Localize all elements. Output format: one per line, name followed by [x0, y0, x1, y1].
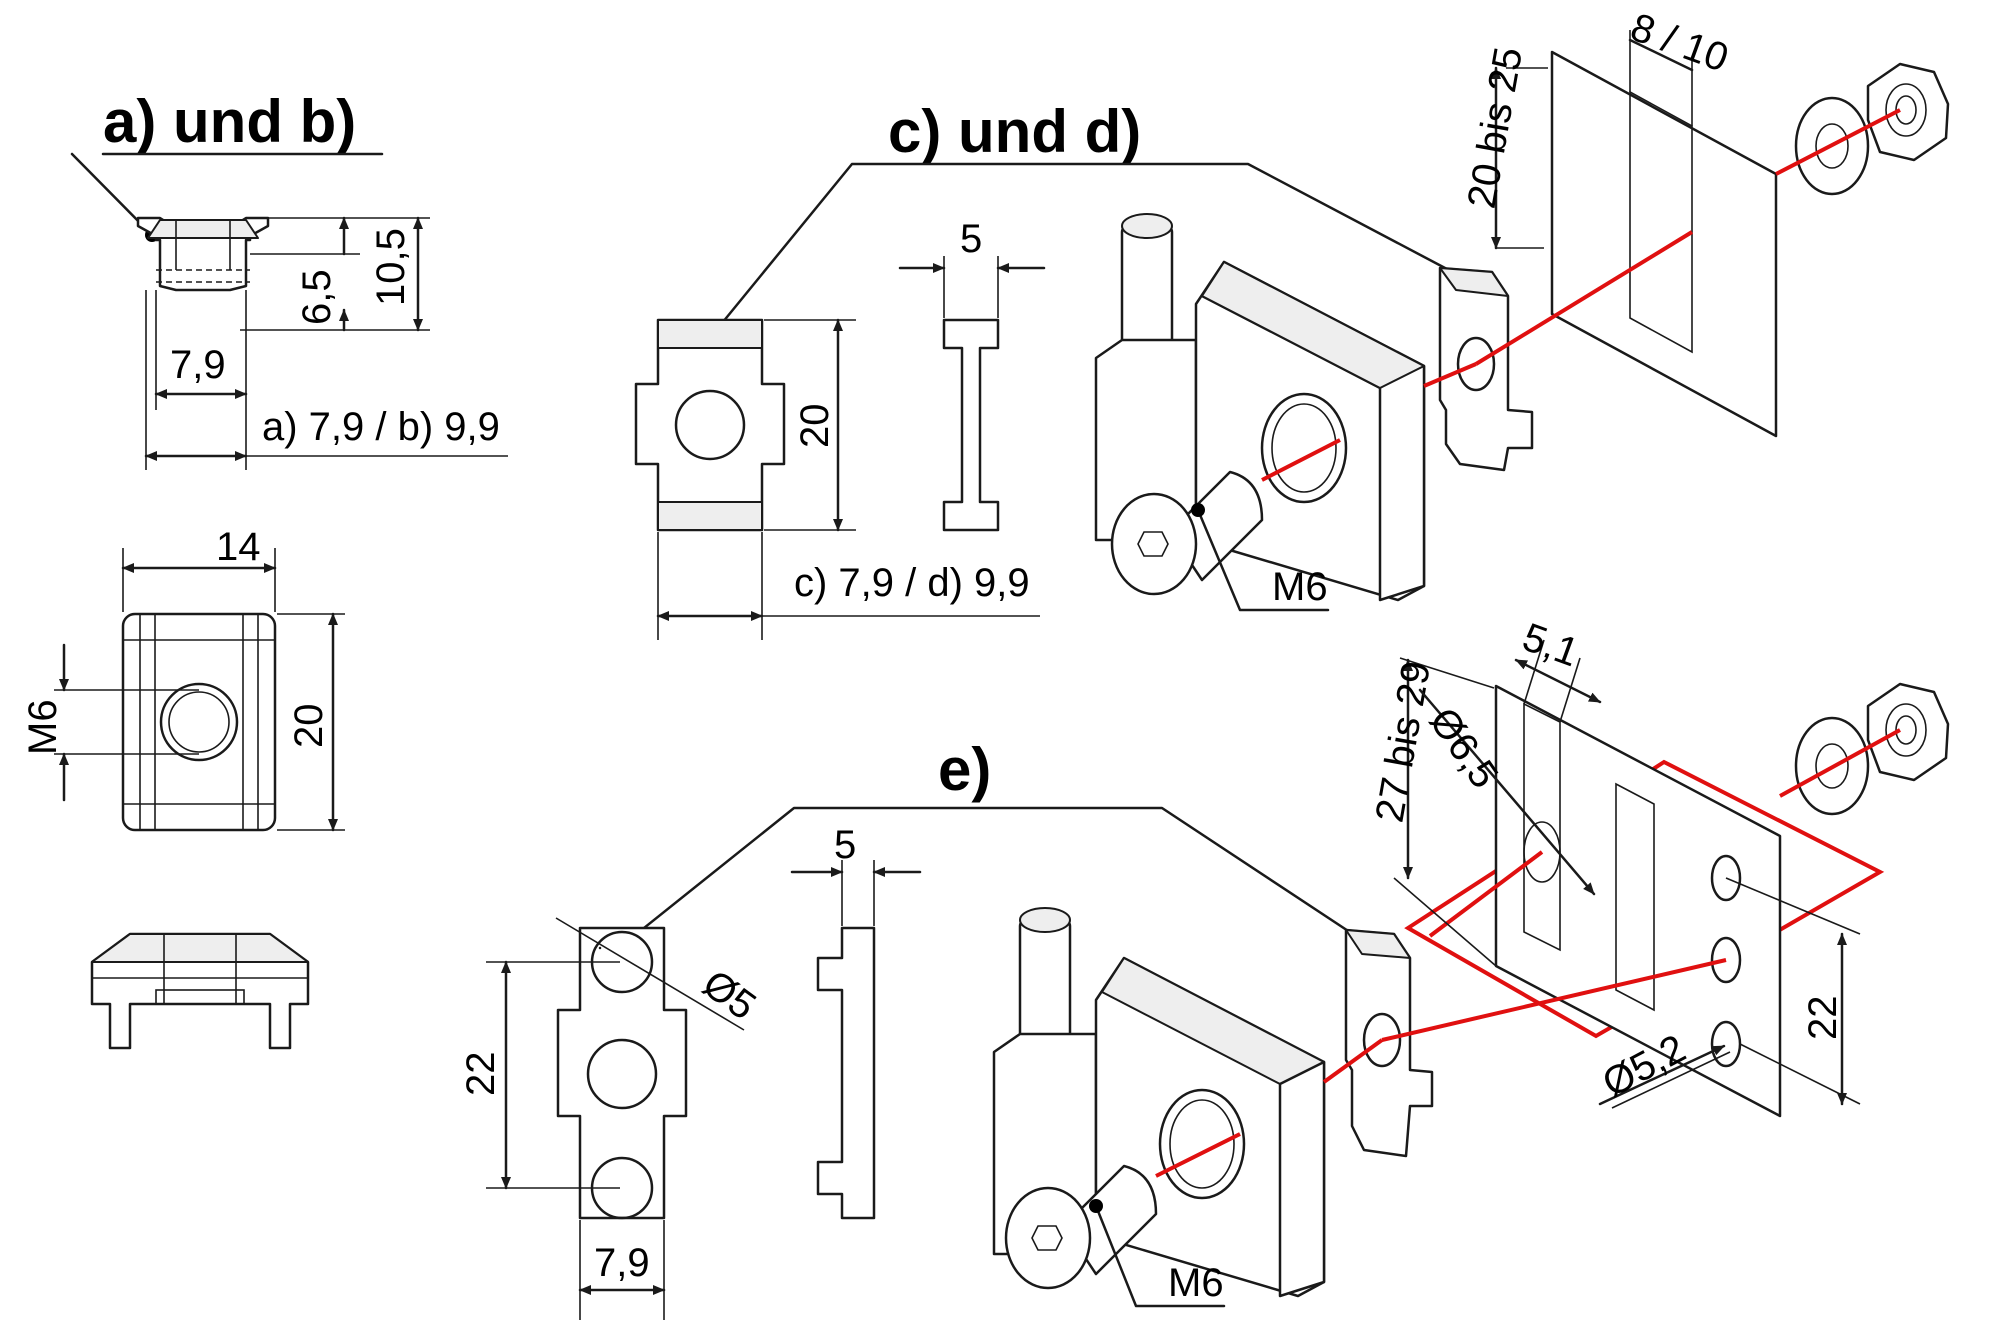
dim-w-variant: a) 7,9 / b) 9,9 — [262, 405, 500, 449]
leader-line — [622, 806, 1382, 954]
dim-w-variant: c) 7,9 / d) 9,9 — [794, 561, 1030, 605]
dim-hole-dia: Ø5 — [695, 962, 764, 1029]
dim-length: 20 — [287, 704, 331, 749]
nut-top-view: 14 20 M6 — [21, 525, 345, 832]
section-e: e) Ø5 22 7,9 5 — [459, 615, 1950, 1320]
screw-leader — [1196, 508, 1330, 612]
dim-hole-spacing: 22 — [1801, 996, 1845, 1041]
section-cd-title: c) und d) — [888, 98, 1141, 165]
screw-leader — [1094, 1204, 1226, 1308]
dim-thickness: 5 — [834, 823, 856, 867]
dim-slot-dia: Ø6,5 — [1421, 700, 1507, 796]
dim-thickness: 5 — [960, 217, 982, 261]
dim-slot-width: 8 / 10 — [1625, 5, 1734, 81]
dim-thread: M6 — [21, 699, 65, 755]
clamp-plate-front-view: 20 c) 7,9 / d) 9,9 — [634, 318, 1040, 640]
dim-clamp-range: 27 bis 29 — [1368, 658, 1440, 826]
dim-h-total: 10,5 — [369, 228, 413, 306]
dim-w-top: 14 — [216, 525, 261, 569]
section-e-title: e) — [938, 736, 991, 803]
nut-perspective-view — [90, 932, 310, 1050]
nut-section-view: 6,5 10,5 7,9 a) 7,9 / b) 9,9 — [136, 216, 508, 470]
dim-length: 20 — [793, 404, 837, 449]
clamp-plate-e-side-view: 5 — [790, 823, 922, 1220]
dim-width: 7,9 — [594, 1241, 650, 1285]
hinge-assembly-cd: M6 20 bis 25 8 / 10 — [1094, 5, 1950, 612]
clamp-plate-side-view: 5 — [898, 217, 1046, 532]
dim-screw: M6 — [1168, 1261, 1224, 1305]
dim-w-slot: 7,9 — [170, 343, 226, 387]
section-cd: c) und d) 20 c) 7,9 / d) 9,9 — [634, 5, 1950, 640]
leader-line — [716, 162, 1466, 330]
section-ab: a) und b) 6,5 10,5 7,9 a — [21, 88, 508, 1050]
clamp-plate-e-front-view: Ø5 22 7,9 — [459, 917, 764, 1320]
dim-screw: M6 — [1272, 565, 1328, 609]
dim-length: 22 — [459, 1052, 503, 1097]
dim-clamp-range: 20 bis 25 — [1460, 44, 1532, 212]
dim-h-inner: 6,5 — [295, 269, 339, 325]
section-ab-title: a) und b) — [103, 88, 356, 155]
hinge-assembly-e: M6 27 bis 29 Ø6,5 — [992, 615, 1950, 1308]
